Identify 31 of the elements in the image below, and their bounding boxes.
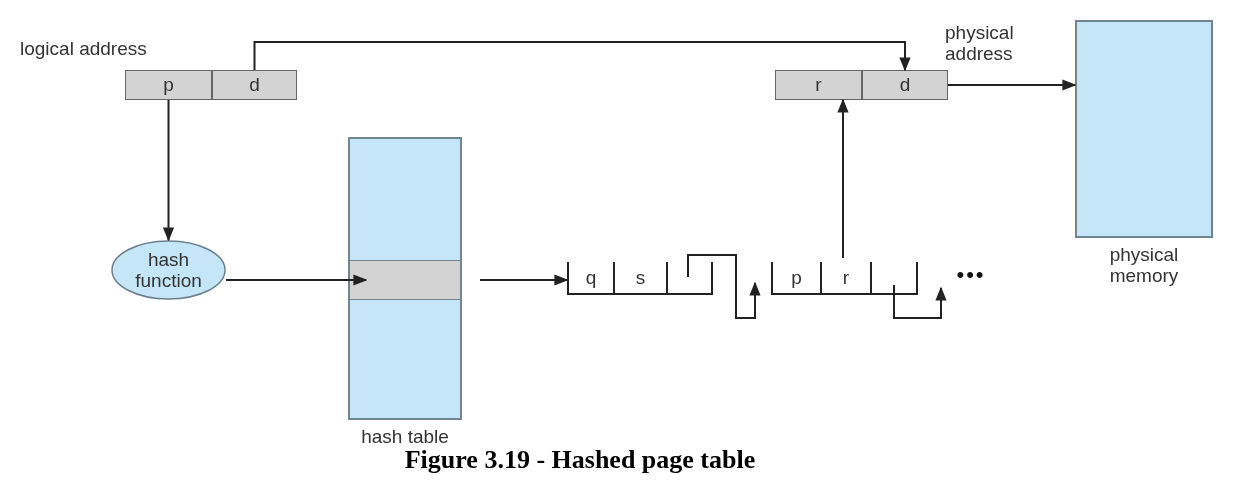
field-label: r [815,74,822,96]
field-label: d [249,74,260,96]
arrow [837,98,849,259]
address-field [775,70,862,100]
address-field [862,70,948,100]
entry-field: s [615,262,668,293]
hash-function-ellipse [111,240,226,300]
address-field [212,70,297,100]
entry-field: r [822,262,872,293]
arrow [687,254,761,319]
table-entry [348,260,462,300]
column-label: physical memory [1108,244,1180,286]
arrow [253,41,911,72]
continuation-dots: ••• [946,262,996,288]
register-heading: logical address [20,38,148,59]
entry-field: p [773,262,822,293]
list-entry [567,262,713,295]
entry-field: q [569,262,615,293]
list-entry [771,262,918,295]
address-field [125,70,212,100]
field-label: d [899,74,911,96]
arrow [947,79,1077,91]
field-label: p [163,74,174,96]
figure-caption: Figure 3.19 - Hashed page table [403,445,757,475]
column-label: hash table [360,426,450,447]
register-heading: physical address [945,22,1015,64]
arrow [162,99,175,242]
arrow [479,274,569,286]
arrow [893,284,947,319]
node-label: hash function [134,249,203,291]
arrow [225,274,368,286]
